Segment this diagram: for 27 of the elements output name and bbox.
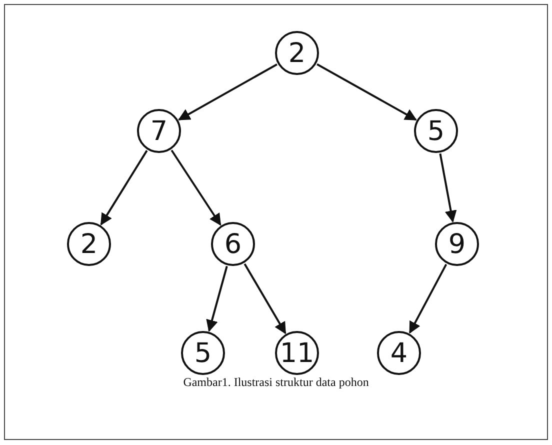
tree-node-circle <box>275 31 319 75</box>
arrow <box>316 63 417 121</box>
tree-node-circle <box>181 331 225 375</box>
figure-caption: Gambar1. Ilustrasi struktur data pohon <box>182 375 370 390</box>
arrow <box>100 150 148 226</box>
node-value: 5 <box>427 118 445 144</box>
tree-node-circle <box>275 331 319 375</box>
arrow <box>408 264 448 334</box>
arrow <box>439 153 457 223</box>
tree-node-circle <box>414 109 458 153</box>
node-value: 2 <box>80 230 98 258</box>
node-value: 11 <box>280 340 314 366</box>
arrow <box>170 150 222 226</box>
tree-node-circle <box>137 109 181 153</box>
arrow <box>178 63 278 121</box>
tree-node-circle <box>211 222 255 266</box>
arrow <box>244 263 286 334</box>
node-value: 7 <box>150 118 168 144</box>
tree-node-circle <box>435 222 479 266</box>
node-value: 2 <box>288 40 306 66</box>
node-value: 6 <box>224 230 242 258</box>
tree-node-circle <box>377 331 421 375</box>
node-value: 5 <box>194 340 212 366</box>
tree-node-circle <box>67 222 111 266</box>
node-value: 4 <box>390 340 408 366</box>
arrow <box>206 266 228 332</box>
node-value: 9 <box>448 230 466 258</box>
